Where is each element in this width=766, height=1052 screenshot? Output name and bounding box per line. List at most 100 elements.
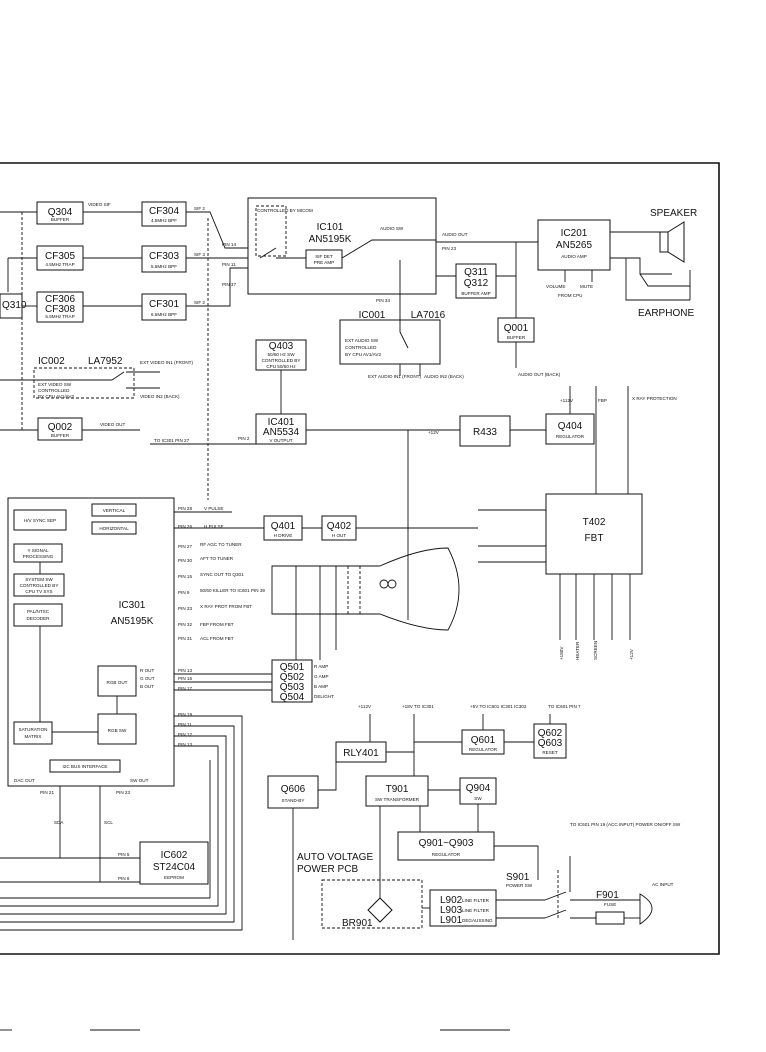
t901-block: T901 SW TRANSFORMER <box>365 775 429 807</box>
video-out-label: VIDEO OUT <box>100 422 125 427</box>
ic201-label: IC201 <box>561 228 588 239</box>
ic401-label: IC401 <box>268 417 295 428</box>
cf306-label: CF306 <box>45 294 75 305</box>
q404-sub: REGULATOR <box>556 434 585 439</box>
q002-label: Q002 <box>48 422 73 433</box>
l902-block: L902 L903 L901 LINE FILTER LINE FILTER D… <box>429 889 497 927</box>
q602-label: Q602 <box>538 728 563 739</box>
xray-prot: X RAY PROT FROM FBT <box>200 604 252 609</box>
delight: DELIGHT <box>314 694 334 699</box>
fbp-label: FBP <box>598 398 607 403</box>
q602-sub: RESET <box>542 750 558 755</box>
t901-label: T901 <box>386 784 409 795</box>
ic002-sub: LA7952 <box>88 356 123 367</box>
q304-label: Q304 <box>48 207 73 218</box>
pin-tag: PIN 28 <box>178 506 192 511</box>
cf306-block: CF306 CF308 5.5MHz TRAP <box>36 291 84 323</box>
ic001-label: IC001 <box>359 310 386 321</box>
ic101-top: CONTROLLED BY MICOM <box>257 208 313 213</box>
q601-sub: REGULATOR <box>469 747 498 752</box>
f901-label: F901 <box>596 890 619 901</box>
q904-block: Q904 SW <box>459 777 497 805</box>
q501-label: Q501 <box>280 662 305 673</box>
q002-sub: BUFFER <box>51 433 70 438</box>
pin-tag: SIF 3 <box>194 252 205 257</box>
hsync-label: H/V SYNC SEP <box>24 518 56 523</box>
s901-switch-icon: S901 POWER SW <box>506 870 596 920</box>
ic002-label: IC002 <box>38 356 65 367</box>
pin-tag: PIN 37 <box>222 282 236 287</box>
l901-desc: DEGAUSSING <box>462 918 493 923</box>
ic301-block: IC301 AN5195K H/V SYNC SEP VERTICAL HORI… <box>7 497 175 787</box>
screen-label: SCREEN <box>593 641 598 660</box>
ic001-block: IC001 LA7016 EXT AUDIO SW CONTROLLED BY … <box>339 260 446 365</box>
pin-tag: PIN 2 <box>238 436 250 441</box>
q304-sub: BUFFER <box>51 217 70 222</box>
q502-label: Q502 <box>280 672 305 683</box>
ic002-desc3: BY CPU AV1/AV2 <box>38 394 74 399</box>
pin-tag: PIN 34 <box>376 298 390 303</box>
aft: AFT TO TUNER <box>200 556 234 561</box>
rgbout-label: RGB OUT <box>107 680 128 685</box>
acl-from: ACL FROM FBT <box>200 636 234 641</box>
q001-label: Q001 <box>504 323 529 334</box>
q402-block: Q402 H OUT <box>321 515 357 541</box>
plus12v-fbt: +12V <box>629 648 634 660</box>
sif-det-label: SIF DET <box>315 254 333 259</box>
r433-label: R433 <box>473 427 497 438</box>
q403-desc3: CPU 50/60 Hz <box>266 364 296 369</box>
vertical-label: VERTICAL <box>103 508 126 513</box>
q606-label: Q606 <box>281 784 306 795</box>
q310-label: Q310 <box>2 300 27 311</box>
g-amp: G AMP <box>314 674 329 679</box>
syssw-label: SYSTEM SW <box>25 577 53 582</box>
pin-tag: PIN 30 <box>178 558 192 563</box>
ic001-desc2: CONTROLLED <box>345 345 377 350</box>
cf305-sub: 4.5MHz TRAP <box>45 262 74 267</box>
q501-block: Q501 Q502 Q503 Q504 R AMP G AMP B AMP DE… <box>271 659 334 703</box>
pin17: PIN 17 <box>178 686 192 691</box>
pin12: PIN 12 <box>178 732 192 737</box>
sda-label: SDA <box>54 820 64 825</box>
l901-label: L901 <box>440 915 463 926</box>
ic602-sub: ST24C04 <box>153 862 196 873</box>
video-sif-label: VIDEO SIF <box>88 202 111 207</box>
ic401-sub2: V OUTPUT <box>269 438 292 443</box>
q901-label: Q901~Q903 <box>419 838 474 849</box>
q601-label: Q601 <box>471 735 496 746</box>
to-ic301-pin27: TO IC301 PIN 27 <box>154 438 190 443</box>
to-ic601-label: TO IC601 PIN 19 (ACC INPUT) POWER ON/OFF… <box>570 822 681 827</box>
q304-block: Q304 BUFFER <box>36 201 84 225</box>
q403-desc2: CONTROLLED BY <box>262 358 301 363</box>
g-out: G OUT <box>140 676 155 681</box>
h-pulse: H PULSE <box>204 524 224 529</box>
l903-label: L903 <box>440 905 463 916</box>
ic001-desc1: EXT AUDIO SW <box>345 338 379 343</box>
crt-icon <box>271 547 460 660</box>
ac-input-label: AC INPUT <box>652 882 674 887</box>
l903-desc: LINE FILTER <box>462 908 490 913</box>
audio-in2: AUDIO IN2 (BACK) <box>424 374 464 379</box>
pin19: PIN 19 <box>178 712 192 717</box>
q001-block: Q001 BUFFER <box>497 317 535 343</box>
q311-block: Q311 Q312 BUFFER AMP <box>455 263 497 299</box>
q901-block: Q901~Q903 REGULATOR <box>397 831 495 861</box>
pin-tag: PIN 14 <box>222 242 236 247</box>
pin6: PIN 6 <box>118 876 130 881</box>
t402-label: T402 <box>583 517 606 528</box>
ic001-desc3: BY CPU AV1/AV2 <box>345 352 381 357</box>
rly401-block: RLY401 <box>335 741 387 763</box>
q904-sub: SW <box>474 796 482 801</box>
pin11: PIN 11 <box>178 722 192 727</box>
v-pulse: V PULSE <box>204 506 223 511</box>
ic301-label: IC301 <box>119 600 146 611</box>
ic401-sub: AN5534 <box>263 427 300 438</box>
br901-label: BR901 <box>342 918 373 929</box>
sw-out: SW OUT <box>130 778 149 783</box>
heater-label: HEATER <box>575 641 580 660</box>
cf306-sub: 5.5MHz TRAP <box>45 314 74 319</box>
cf304-label: CF304 <box>149 206 179 217</box>
q401-label: Q401 <box>271 521 296 532</box>
t901-sub: SW TRANSFORMER <box>375 797 420 802</box>
video-in2: VIDEO IN2 (BACK) <box>140 394 180 399</box>
